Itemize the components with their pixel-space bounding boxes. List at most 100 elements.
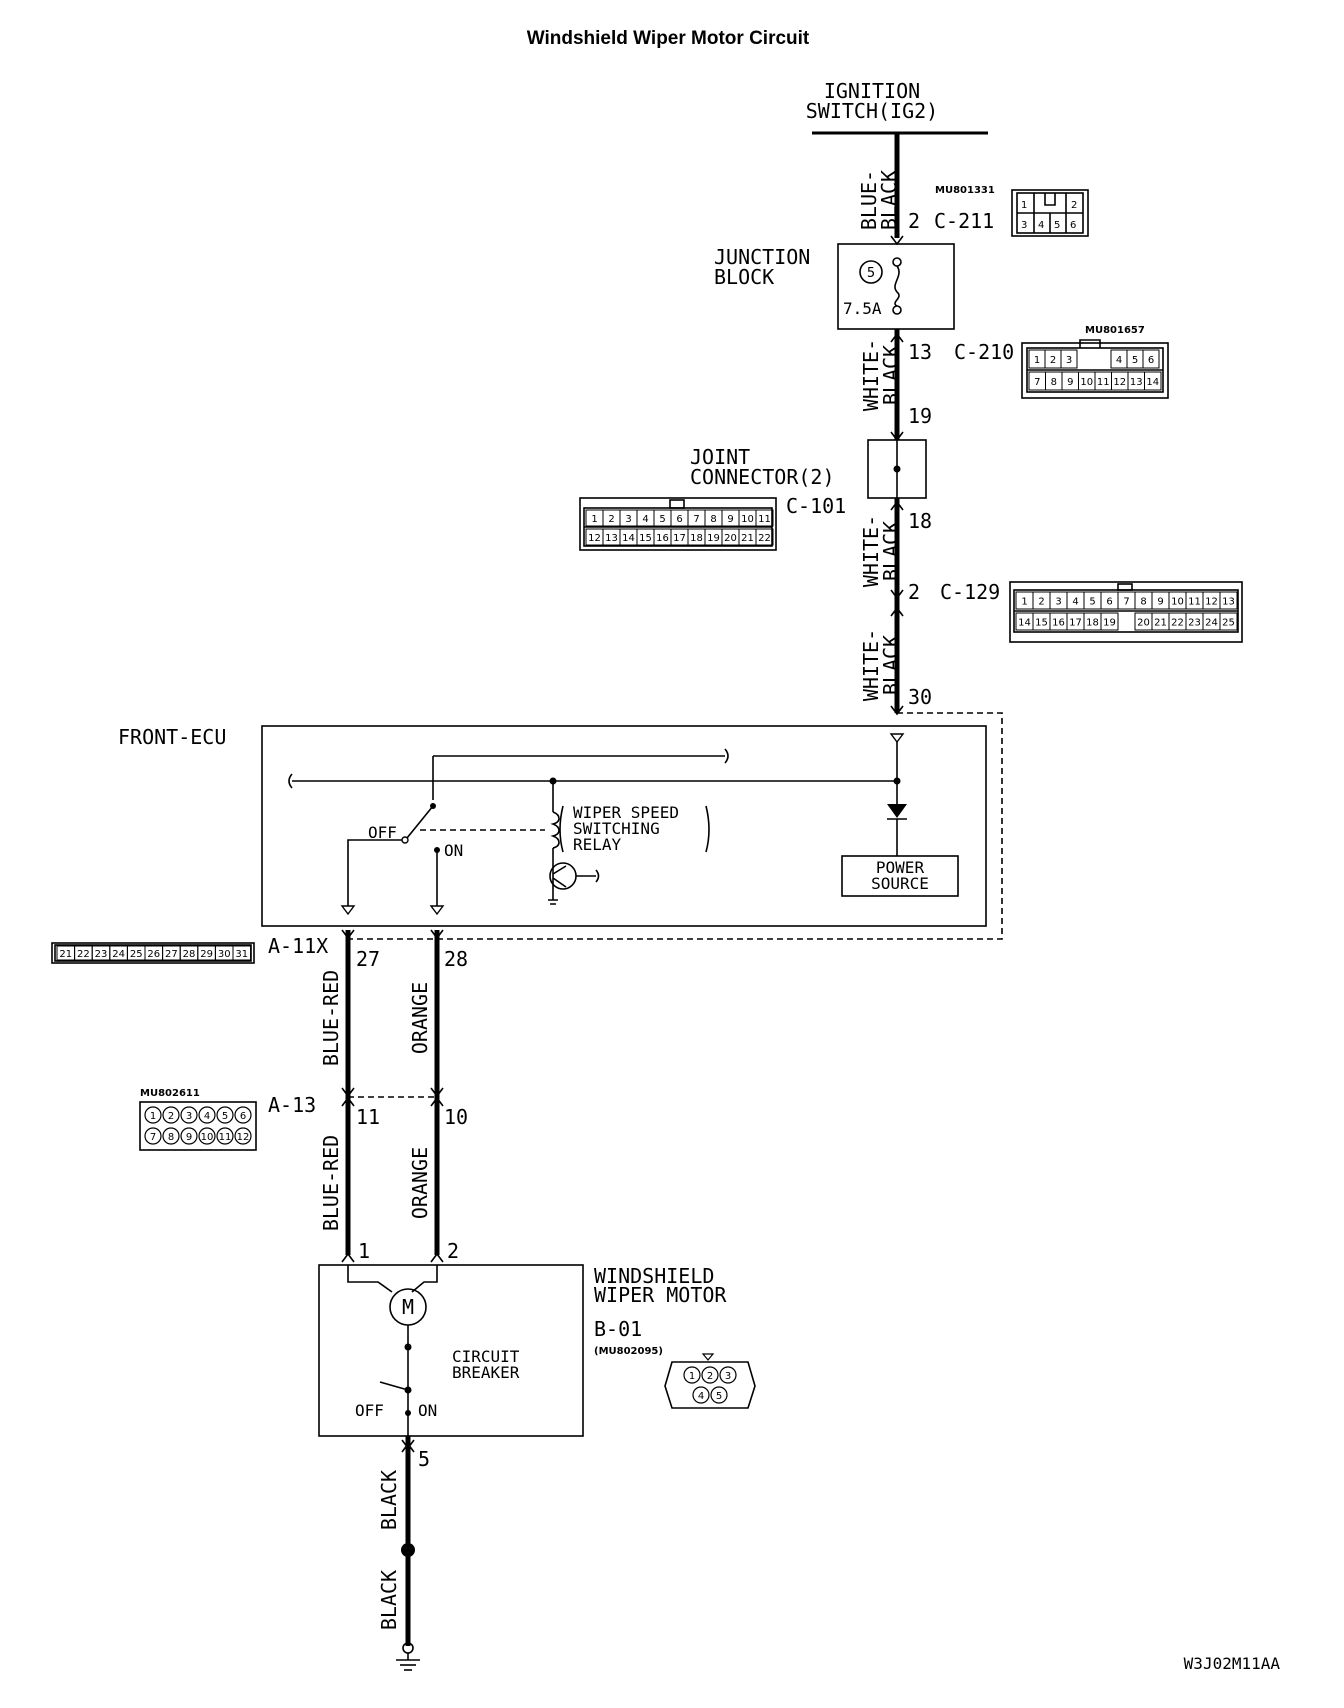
connector-pin-label: 12 [588,533,601,544]
connector-pin-label: 3 [1055,597,1061,608]
connector-pin-label: 6 [1148,355,1154,366]
connector-pin [755,528,774,546]
connector-pin [216,1127,234,1145]
connector-pin [180,1127,198,1145]
connector-pin-label: 13 [1222,597,1235,608]
ecu-switch-off: OFF [368,823,397,842]
svg-text:6: 6 [1070,220,1076,231]
c211-pin: 2 [908,209,920,233]
connector-pin-label: 23 [95,949,108,960]
ignition-label-1: IGNITION [824,79,920,103]
joint-connector: JOINT CONNECTOR(2) [690,439,927,499]
connector-pin [710,1386,728,1404]
connector-pin-label: 8 [168,1132,174,1143]
connector-pin-label: 13 [1130,377,1143,388]
svg-text:2: 2 [1071,200,1077,211]
front-ecu: FRONT-ECU POWER SOURCE WIPER [118,712,1003,940]
connector-pin-label: 8 [1140,597,1146,608]
motor-switch-off: OFF [355,1401,384,1420]
connector-pin [1100,612,1119,631]
a11x-id: A-11X [268,934,328,958]
motor-label-1: WINDSHIELD [594,1264,714,1288]
connector-pin-label: 19 [1103,618,1116,629]
connector-pin-label: 15 [639,533,652,544]
connector-pin-label: 12 [237,1132,250,1143]
connector-pin-label: 1 [591,514,597,525]
connector-pin-label: 1 [1021,597,1027,608]
joint-label-1: JOINT [690,445,750,469]
connector-pin-label: 4 [698,1391,704,1402]
connector-pin-label: 5 [716,1391,722,1402]
wire-label-blue-red-1: BLUE-RED [319,970,343,1066]
connector-pin-label: 5 [1089,597,1095,608]
connector-pin [1060,349,1078,369]
connector-pin-label: 30 [218,949,231,960]
connector-pin-label: 4 [1072,597,1078,608]
c210-pin-19: 19 [908,404,932,428]
a13-id: A-13 [268,1093,316,1117]
connector-pin-label: 5 [659,514,665,525]
fuse-number-circle [859,260,883,284]
connector-pin-label: 4 [642,514,648,525]
connector-pin [683,1366,701,1384]
connector-pin-label: 7 [693,514,699,525]
wire-label-orange-2: ORANGE [408,1147,432,1219]
svg-text:BLACK: BLACK [879,521,903,581]
connector-pin-label: 7 [1123,597,1129,608]
connector-pin-label: 31 [235,949,248,960]
connector-pin-label: 21 [59,949,72,960]
b01-pin-2: 2 [447,1239,459,1263]
wire-label-blue-black: BLUE- BLACK [857,170,901,230]
connector-pin-label: 17 [1069,618,1082,629]
joint-label-2: CONNECTOR(2) [690,465,835,489]
wire-label-black-1: BLACK [377,1470,401,1530]
connector-pin-label: 10 [1171,597,1184,608]
power-source-label-2: SOURCE [871,874,929,893]
figure-code: W3J02M11AA [1184,1654,1281,1673]
junction-label-1: JUNCTION [714,245,810,269]
wire-label-white-black-3: WHITE- BLACK [859,629,903,701]
connector-pin-label: 27 [165,949,178,960]
connector-pin-label: 21 [1154,618,1167,629]
connector-pin-label: 7 [1034,377,1040,388]
relay-label-3: RELAY [573,835,622,854]
connector-pin-label: 5 [222,1111,228,1122]
svg-text:4: 4 [1038,220,1044,231]
a13-pin-11: 11 [356,1105,380,1129]
svg-text:MU802611: MU802611 [140,1088,200,1099]
b01-pin-5: 5 [418,1447,430,1471]
relay-label-1: WIPER SPEED [573,803,679,822]
junction-label-2: BLOCK [714,265,774,289]
connector-pin [162,1106,180,1124]
svg-text:WHITE-: WHITE- [859,629,883,701]
wire-label-white-black-1: WHITE- BLACK [859,339,903,411]
svg-text:MU801657: MU801657 [1085,325,1145,336]
connector-pin [755,509,774,527]
connector-pin-label: 3 [725,1371,731,1382]
wire-label-white-black-2: WHITE- BLACK [859,515,903,587]
connector-pin-label: 2 [608,514,614,525]
connector-pin-label: 3 [1066,355,1072,366]
svg-text:5: 5 [1054,220,1060,231]
connector-pin-label: 16 [1052,618,1065,629]
connector-pin-label: 4 [204,1111,210,1122]
c129-id: C-129 [940,580,1000,604]
connector-pin-label: 23 [1188,618,1201,629]
connector-pin-label: 28 [183,949,196,960]
breaker-label-2: BREAKER [452,1363,520,1382]
connector-pin-label: 13 [605,533,618,544]
connector-pin [1142,349,1160,369]
b01-pin-1: 1 [358,1239,370,1263]
svg-text:BLACK: BLACK [879,345,903,405]
a11x-pin-28: 28 [444,947,468,971]
connector-pin [144,1127,162,1145]
svg-text:3: 3 [1021,220,1027,231]
connector-pin-label: 7 [150,1132,156,1143]
junction-block: JUNCTION BLOCK 5 7.5A [714,243,955,330]
connector-pin-label: 11 [219,1132,232,1143]
motor-part-number: (MU802095) [594,1346,663,1357]
connector-pin-label: 24 [112,949,125,960]
connector-pin-label: 9 [1067,377,1073,388]
